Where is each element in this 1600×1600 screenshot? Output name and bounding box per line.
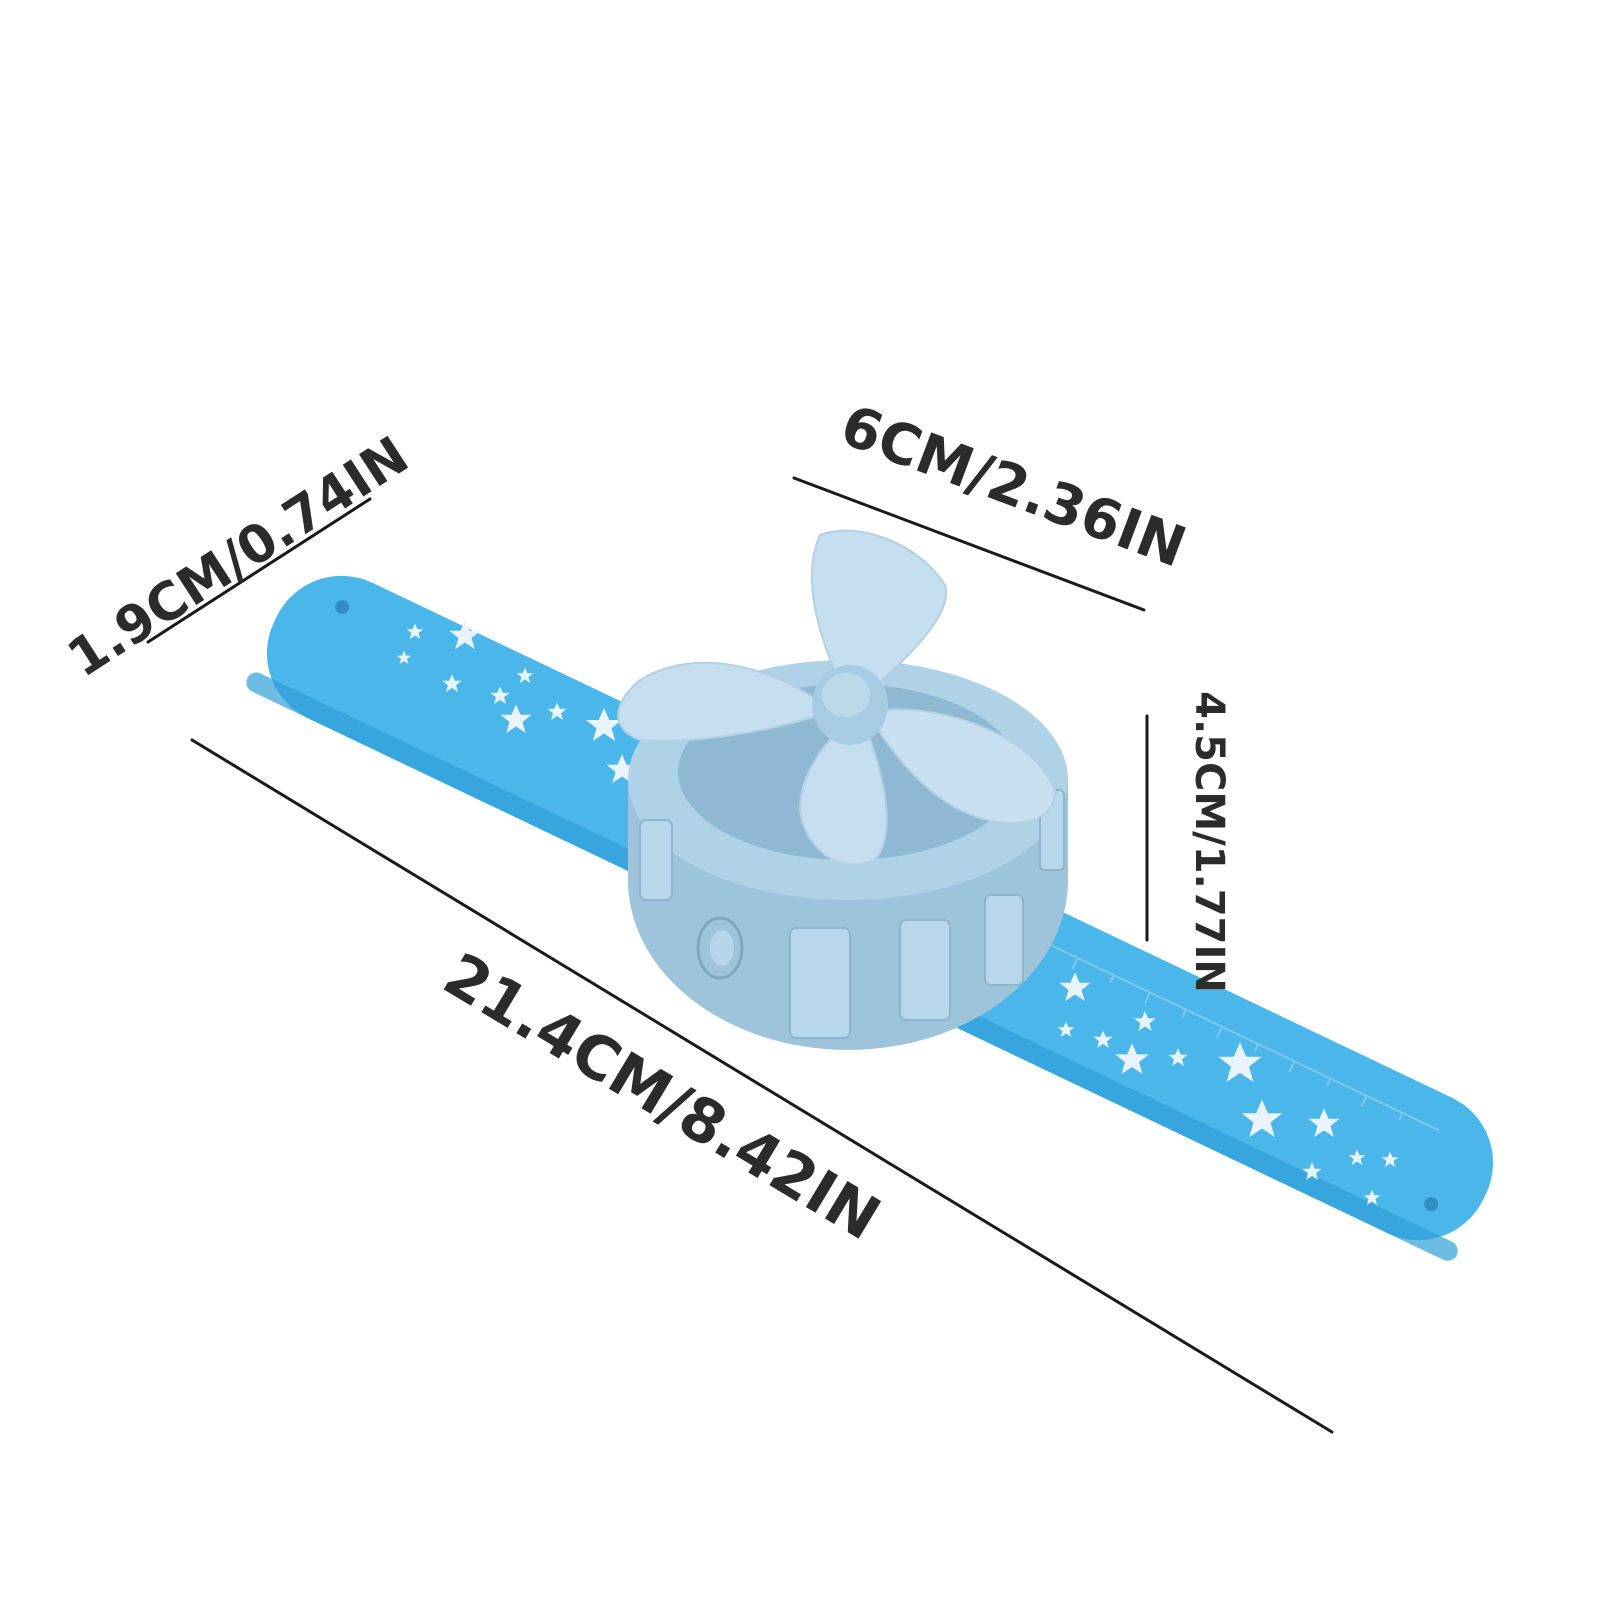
star-icon <box>1218 1042 1262 1082</box>
star-icon <box>500 704 532 733</box>
star-icon <box>1168 1048 1188 1066</box>
strap-stars <box>396 620 1399 1205</box>
star-icon <box>547 702 567 720</box>
fan-blade-right <box>798 713 888 866</box>
fan-housing-grip <box>639 789 1065 1039</box>
fan-blade-right-outer <box>866 708 1057 825</box>
star-icon <box>406 623 424 639</box>
star-icon <box>1348 1149 1366 1165</box>
star-icon <box>1059 972 1091 1001</box>
star-icon <box>586 708 622 741</box>
strap-width-line <box>146 497 372 644</box>
power-button[interactable] <box>696 916 744 980</box>
star-icon <box>1057 1021 1075 1037</box>
star-icon <box>396 650 412 664</box>
fan-blades <box>617 529 1057 866</box>
dimension-lines <box>146 476 1334 1434</box>
strap-ruler-ticks <box>987 914 1440 1132</box>
star-icon <box>1093 1030 1113 1048</box>
strap-snap-dot-right <box>1424 1197 1439 1212</box>
star-icon <box>490 686 510 704</box>
star-icon <box>442 674 462 692</box>
star-icon <box>1381 1151 1399 1167</box>
fan-height-label: 4.5CM/1.77IN <box>1186 691 1232 993</box>
star-icon <box>516 667 534 683</box>
star-icon <box>1134 1011 1156 1031</box>
star-icon <box>1363 1189 1381 1205</box>
fan-blade-left <box>617 661 827 742</box>
fan-hub-cap <box>822 673 870 717</box>
star-icon <box>606 754 638 783</box>
star-icon <box>449 620 481 649</box>
star-icon <box>1302 1162 1322 1180</box>
star-icon <box>1241 1099 1283 1137</box>
fan-blade-top <box>810 529 948 697</box>
total-length-line <box>190 738 1334 1434</box>
star-icon <box>1308 1108 1340 1137</box>
strap-snap-dot-left <box>335 600 350 615</box>
star-icon <box>1115 1043 1149 1074</box>
fan-width-line <box>792 476 1146 612</box>
